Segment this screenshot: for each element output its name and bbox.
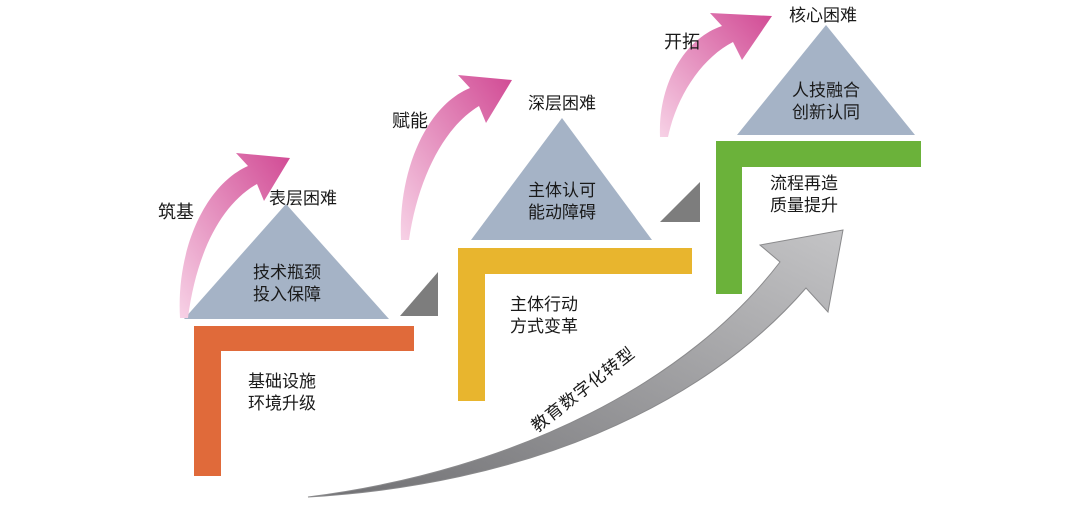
- triangle-line: 技术瓶颈: [253, 263, 321, 283]
- triangle-line: 人技融合: [792, 81, 860, 101]
- triangle-line: 投入保障: [253, 285, 321, 306]
- verb-label-2: 赋能: [392, 111, 428, 132]
- step-text-2: 主体行动 方式变革: [510, 294, 578, 339]
- difficulty-label-1: 表层困难: [269, 189, 337, 209]
- step-line: 方式变革: [510, 317, 578, 338]
- curved-arrow-2: [400, 75, 512, 240]
- step-text-3: 流程再造 质量提升: [770, 173, 838, 218]
- step-line: 主体行动: [510, 295, 578, 315]
- difficulty-label-2: 深层困难: [528, 94, 596, 114]
- step-line: 流程再造: [770, 174, 838, 194]
- connector-triangle-2: [660, 182, 700, 222]
- triangle-text-1: 技术瓶颈 投入保障: [245, 262, 329, 307]
- difficulty-label-3: 核心困难: [789, 6, 857, 26]
- step-bracket-3: [716, 141, 921, 294]
- main-transformation-arrow: [307, 229, 844, 498]
- verb-label-1: 筑基: [158, 202, 194, 223]
- triangle-line: 主体认可: [528, 181, 596, 201]
- connector-triangle-1: [400, 272, 438, 316]
- difficulty-triangle-2: [471, 118, 652, 240]
- triangle-text-2: 主体认可 能动障碍: [520, 180, 604, 225]
- step-line: 基础设施: [248, 372, 316, 392]
- difficulty-triangle-1: [184, 204, 389, 319]
- step-line: 质量提升: [770, 196, 838, 217]
- triangle-line: 创新认同: [792, 103, 860, 124]
- triangle-line: 能动障碍: [528, 203, 596, 224]
- step-bracket-2: [458, 248, 692, 401]
- curved-arrow-3: [659, 13, 772, 137]
- triangle-text-3: 人技融合 创新认同: [784, 80, 868, 125]
- difficulty-triangle-3: [737, 25, 915, 135]
- verb-label-3: 开拓: [664, 32, 700, 53]
- step-bracket-1: [194, 326, 414, 476]
- step-text-1: 基础设施 环境升级: [248, 371, 316, 416]
- curved-arrow-1: [179, 153, 290, 318]
- step-line: 环境升级: [248, 394, 316, 415]
